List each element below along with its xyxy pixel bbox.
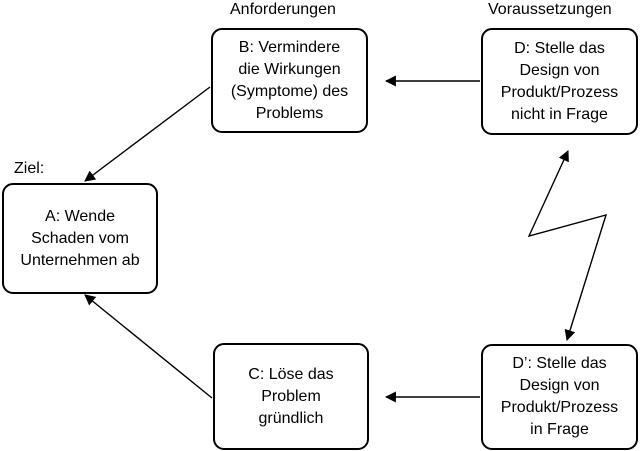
- box-c-line-3: gründlich: [258, 409, 324, 427]
- conflict-arrow-d-d2: [527, 150, 608, 342]
- box-a-line-2: Schaden vom: [31, 229, 129, 247]
- box-c-text: C: Löse das Problem gründlich: [248, 364, 333, 430]
- box-b-line-4: Problems: [255, 104, 324, 122]
- box-c-requirement: C: Löse das Problem gründlich: [213, 343, 369, 450]
- box-d-line-4: nicht in Frage: [511, 105, 608, 123]
- box-d2-prerequisite: D’: Stelle das Design von Produkt/Prozes…: [481, 344, 638, 450]
- box-a-goal: A: Wende Schaden vom Unternehmen ab: [2, 183, 158, 294]
- box-d-line-2: Design von: [519, 61, 600, 79]
- box-b-requirement: B: Vermindere die Wirkungen (Symptome) d…: [211, 28, 368, 133]
- box-b-line-3: (Symptome) des: [230, 82, 349, 100]
- heading-anforderungen: Anforderungen: [230, 1, 336, 18]
- box-c-line-1: C: Löse das: [248, 365, 334, 383]
- box-d2-line-1: D’: Stelle das: [512, 355, 607, 372]
- box-b-line-2: die Wirkungen: [238, 60, 341, 78]
- box-b-line-1: B: Vermindere: [238, 38, 341, 56]
- arrow-c-to-a: [84, 294, 213, 399]
- arrow-b-to-a: [84, 86, 211, 182]
- box-a-text: A: Wende Schaden vom Unternehmen ab: [20, 206, 139, 272]
- box-a-line-3: Unternehmen ab: [20, 251, 140, 269]
- box-d2-text: D’: Stelle das Design von Produkt/Prozes…: [501, 353, 618, 441]
- box-d-line-1: D: Stelle das: [514, 39, 605, 57]
- box-d2-line-2: Design von: [519, 377, 600, 394]
- box-a-line-1: A: Wende: [45, 207, 115, 225]
- box-d-prerequisite: D: Stelle das Design von Produkt/Prozess…: [481, 28, 638, 135]
- box-d-text: D: Stelle das Design von Produkt/Prozess…: [501, 38, 618, 126]
- box-d-line-3: Produkt/Prozess: [500, 83, 619, 101]
- heading-ziel: Ziel:: [14, 160, 45, 177]
- box-d2-line-4: in Frage: [530, 421, 589, 438]
- heading-voraussetzungen: Voraussetzungen: [488, 1, 612, 18]
- box-b-text: B: Vermindere die Wirkungen (Symptome) d…: [231, 37, 348, 125]
- box-d2-line-3: Produkt/Prozess: [500, 399, 619, 416]
- box-c-line-2: Problem: [261, 387, 321, 405]
